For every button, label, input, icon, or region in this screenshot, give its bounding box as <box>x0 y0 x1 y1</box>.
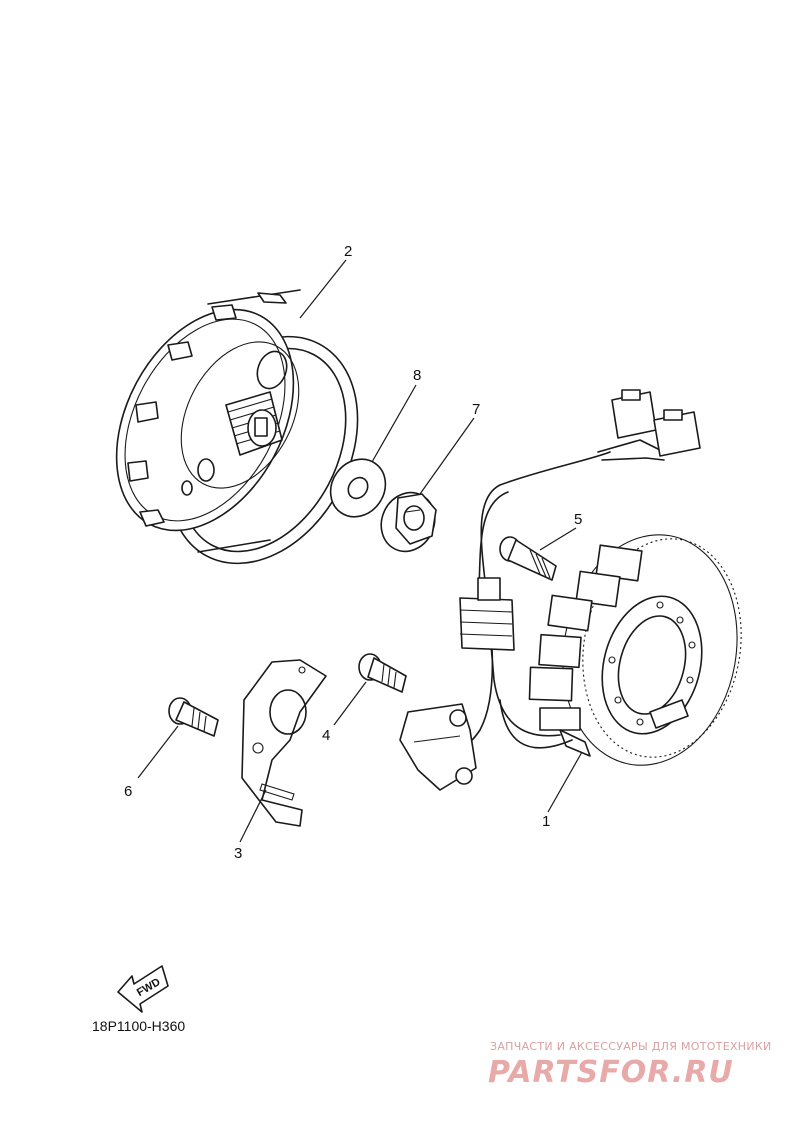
bracket <box>241 659 327 827</box>
washer <box>329 458 387 518</box>
callout-1: 1 <box>542 813 550 830</box>
flywheel-rotor <box>115 289 359 565</box>
diagram-code: 18P1100-H360 <box>92 1018 185 1034</box>
watermark-tagline: ЗАПЧАСТИ И АКСЕССУАРЫ ДЛЯ МОТОТЕХНИКИ <box>490 1040 772 1053</box>
callout-7: 7 <box>472 401 480 418</box>
rotor-hub <box>225 391 283 456</box>
bracket-bolt <box>168 697 219 737</box>
fwd-arrow: FWD <box>117 965 169 1013</box>
callout-6: 6 <box>124 783 132 800</box>
stator-assembly <box>528 534 742 766</box>
pickup-coil <box>399 703 477 791</box>
flange-nut <box>380 491 437 553</box>
wire-harness <box>454 389 701 756</box>
connector-a <box>611 389 657 439</box>
watermark-brand: PARTSFOR.RU <box>488 1055 734 1090</box>
callout-3: 3 <box>234 845 242 862</box>
watermark: ЗАПЧАСТИ И АКСЕССУАРЫ ДЛЯ МОТОТЕХНИКИ PA… <box>488 1040 772 1090</box>
callout-5: 5 <box>574 511 582 528</box>
callout-2: 2 <box>344 243 352 260</box>
callout-8: 8 <box>413 367 421 384</box>
callout-4: 4 <box>322 727 330 744</box>
pickup-bolt <box>358 653 407 693</box>
callouts: 2 8 7 5 4 6 3 1 <box>124 243 582 862</box>
connector-b <box>653 409 701 457</box>
harness-clamp <box>459 577 515 651</box>
stator-bolt <box>499 536 557 581</box>
leader-lines <box>137 259 583 843</box>
